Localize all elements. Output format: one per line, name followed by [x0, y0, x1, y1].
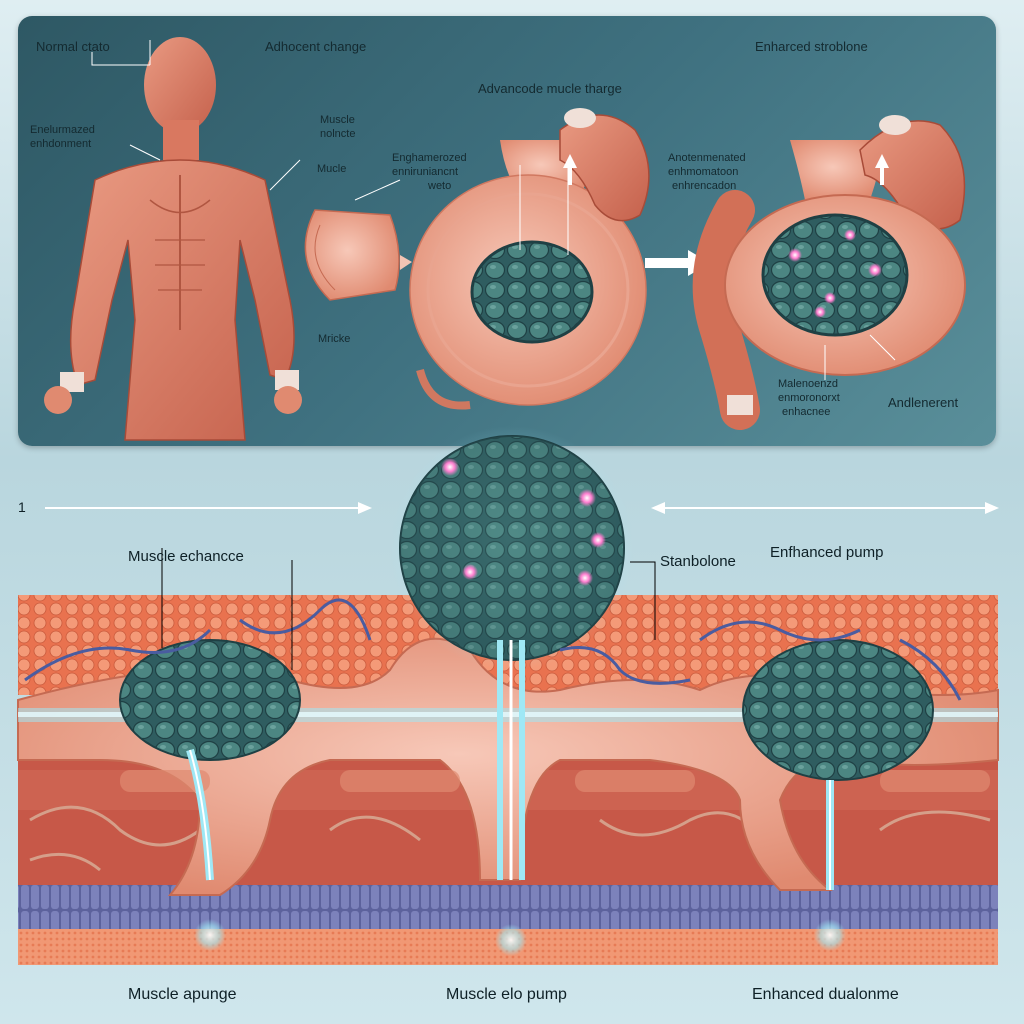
- label-advent-change: Adhocent change: [265, 39, 367, 54]
- up-arrows: [563, 154, 889, 185]
- label-advancement: Andlenerent: [888, 395, 959, 410]
- label-muscle-pair-1: Muscle: [320, 114, 355, 126]
- label-muscle-pump: Muscle elo pump: [446, 986, 567, 1003]
- label-bottom-right-2: enmoronorxt: [778, 392, 840, 404]
- middle-pointer-lines: [161, 548, 656, 670]
- center-cell-sphere: [390, 426, 634, 956]
- label-right-note-3: enhrencadon: [672, 180, 737, 192]
- label-muscle-single: Mucle: [317, 163, 347, 175]
- muscle-sheath-small: [304, 209, 412, 301]
- label-engineered-3: weto: [428, 180, 452, 192]
- label-muscle-bottom: Mricke: [318, 333, 351, 345]
- label-muscle-sponge: Muscle apunge: [128, 986, 237, 1003]
- top-pointer-lines: [91, 40, 896, 380]
- label-marker: 1: [18, 499, 26, 515]
- nerve-strands: [24, 598, 962, 701]
- label-env-left-1: Enelurmazed: [30, 124, 95, 136]
- left-cell-cluster: [119, 639, 301, 951]
- fiber-band: [18, 885, 998, 929]
- flexed-arm-center: [559, 108, 650, 222]
- label-bottom-right-3: enhacnee: [782, 406, 831, 418]
- label-enhanced-dualone: Enhanced dualonme: [752, 986, 899, 1003]
- human-figure: [44, 37, 302, 441]
- enhanced-muscle-right: [692, 115, 966, 430]
- label-engineered-1: Enghamerozed: [392, 152, 467, 164]
- muscle-cross-section-large: [409, 140, 647, 410]
- right-cell-cluster: [742, 639, 934, 951]
- label-enhanced-pump: Enfhanced pump: [770, 544, 884, 561]
- horizontal-arrows: [45, 502, 999, 514]
- label-advanced-charge: Advancode mucle tharge: [478, 81, 622, 96]
- label-muscle-pair-2: nolncte: [320, 128, 356, 140]
- label-normal-state: Normal ctato: [36, 39, 110, 54]
- label-stanbolone: Stanbolone: [660, 553, 736, 570]
- label-right-note-1: Anotenmenated: [668, 152, 746, 164]
- label-bottom-right-1: Malenoenzd: [778, 378, 838, 390]
- vessels: [29, 805, 991, 872]
- label-right-note-2: enhmomatoon: [668, 166, 739, 178]
- label-muscle-enhance: Muscle echancce: [128, 548, 244, 565]
- label-enhanced-top: Enharced stroblone: [755, 39, 868, 54]
- label-engineered-2: enniruniancnt: [392, 166, 459, 178]
- label-env-left-2: enhdonment: [30, 138, 92, 150]
